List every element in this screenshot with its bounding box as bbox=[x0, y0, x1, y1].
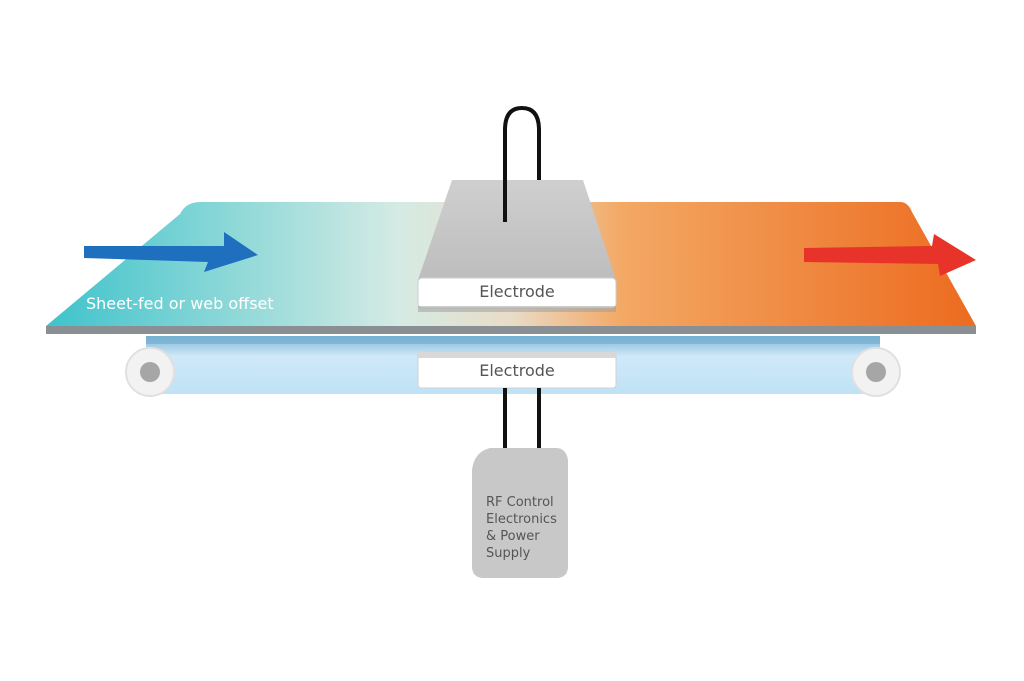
rf-label-line: & Power bbox=[486, 529, 540, 544]
rf-label-line: Supply bbox=[486, 546, 531, 561]
rf-control-label: RF Control Electronics & Power Supply bbox=[486, 494, 576, 562]
bottom-electrode-label: Electrode bbox=[479, 361, 555, 380]
roller-right bbox=[851, 347, 901, 397]
rf-control-unit bbox=[472, 448, 568, 578]
sheet-label: Sheet-fed or web offset bbox=[86, 294, 274, 313]
arrow-in-icon bbox=[84, 232, 258, 272]
top-lead-wire bbox=[503, 105, 541, 222]
bottom-electrode bbox=[417, 351, 617, 389]
arrow-out-icon bbox=[804, 234, 976, 276]
top-electrode-label: Electrode bbox=[479, 282, 555, 301]
top-electrode bbox=[417, 180, 617, 312]
rf-label-line: RF Control bbox=[486, 495, 554, 510]
rf-label-line: Electronics bbox=[486, 512, 557, 527]
roller-left bbox=[125, 347, 175, 397]
